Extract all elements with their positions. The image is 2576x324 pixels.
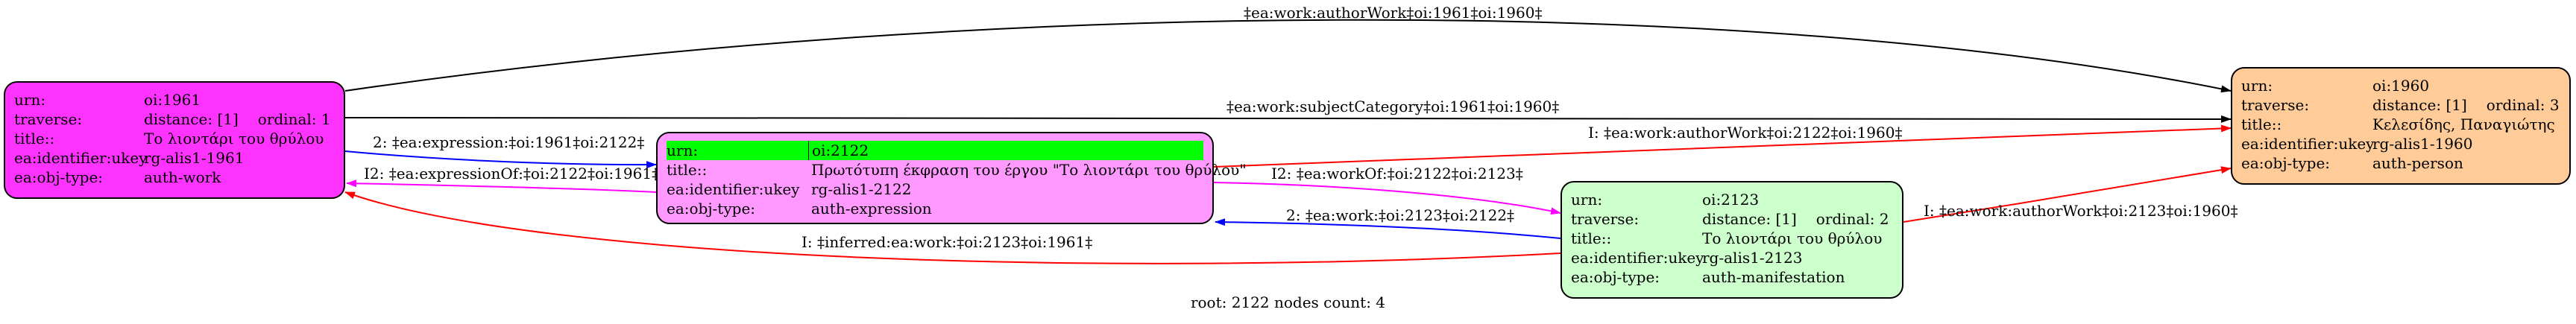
edge-authorwork-2123-1960	[1903, 166, 2232, 223]
edge-label-authorwork-2123: I: ‡ea:work:authorWork‡oi:2123‡oi:1960‡	[1924, 202, 2238, 220]
title-value: Πρωτότυπη έκφραση του έργου "Το λιοντάρι…	[811, 161, 1247, 179]
urn-value: oi:2122	[812, 142, 869, 159]
title-label: title::	[667, 161, 708, 179]
ukey-value: rg-alis1-2123	[1702, 249, 1803, 267]
ukey-label: ea:identifier:ukey	[2241, 135, 2375, 153]
ordinal-value: ordinal: 1	[257, 110, 331, 128]
node-oi-2122[interactable]: urn:oi:2122 title::Πρωτότυπη έκφραση του…	[656, 132, 1247, 224]
edge-label-expression: 2: ‡ea:expression:‡oi:1961‡oi:2122‡	[373, 133, 645, 151]
title-label: title::	[14, 130, 55, 147]
edge-label-subjectcategory-1961: ‡ea:work:subjectCategory‡oi:1961‡oi:1960…	[1226, 98, 1560, 115]
edge-label-expressionof: I2: ‡ea:expressionOf:‡oi:2122‡oi:1961‡	[364, 165, 660, 182]
urn-value: oi:1961	[144, 91, 201, 109]
ukey-label: ea:identifier:ukey	[1571, 249, 1704, 267]
objtype-value: auth-person	[2372, 154, 2463, 172]
distance-value: distance: [1]	[144, 110, 239, 128]
objtype-value: auth-manifestation	[1702, 268, 1845, 286]
edge-inferred-2123-1961	[344, 191, 1561, 264]
objtype-label: ea:obj-type:	[2241, 154, 2331, 172]
ukey-label: ea:identifier:ukey	[667, 180, 800, 198]
ukey-label: ea:identifier:ukey	[14, 149, 148, 167]
distance-value: distance: [1]	[1702, 210, 1797, 228]
ukey-value: rg-alis1-1961	[144, 149, 245, 167]
title-label: title::	[1571, 229, 1612, 247]
graph-footer: root: 2122 nodes count: 4	[1190, 293, 1386, 311]
root-highlight-row: urn:oi:2122	[667, 141, 1203, 160]
distance-value: distance: [1]	[2372, 96, 2467, 114]
urn-label: urn:	[667, 141, 809, 160]
title-value: Κελεσίδης, Παναγιώτης	[2372, 115, 2555, 133]
node-oi-1960[interactable]: urn: oi:1960 traverse: distance: [1] ordina…	[2231, 67, 2571, 185]
edge-label-authorwork-2122: I: ‡ea:work:authorWork‡oi:2122‡oi:1960‡	[1588, 124, 1903, 142]
edge-expressionof-2122-1961	[346, 180, 657, 193]
traverse-label: traverse:	[1571, 210, 1640, 228]
edge-work-2123-2122	[1215, 218, 1561, 239]
title-label: title::	[2241, 115, 2282, 133]
title-value: Το λιοντάρι του θρύλου	[144, 130, 324, 147]
node-oi-1961[interactable]: urn: oi:1961 traverse: distance: [1] ordina…	[4, 81, 345, 199]
objtype-value: auth-work	[144, 168, 221, 186]
traverse-label: traverse:	[2241, 96, 2310, 114]
objtype-label: ea:obj-type:	[14, 168, 104, 186]
edge-subjectcategory-1961-1960	[344, 114, 2232, 123]
edge-expression-1961-2122	[344, 150, 657, 169]
title-value: Το λιοντάρι του θρύλου	[1702, 229, 1883, 247]
edge-workof-2122-2123	[1213, 182, 1561, 215]
edge-label-authorwork-1961: ‡ea:work:authorWork‡oi:1961‡oi:1960‡	[1244, 4, 1543, 22]
urn-label: urn:	[2241, 77, 2273, 95]
objtype-label: ea:obj-type:	[667, 200, 756, 217]
ukey-value: rg-alis1-2122	[811, 180, 912, 198]
objtype-value: auth-expression	[811, 200, 932, 217]
traverse-label: traverse:	[14, 110, 83, 128]
ordinal-value: ordinal: 3	[2486, 96, 2560, 114]
urn-value: oi:1960	[2372, 77, 2430, 95]
ukey-value: rg-alis1-1960	[2372, 135, 2473, 153]
urn-label: urn:	[1571, 191, 1603, 209]
edge-label-workof: I2: ‡ea:workOf:‡oi:2122‡oi:2123‡	[1271, 165, 1523, 182]
urn-value: oi:2123	[1702, 191, 1760, 209]
objtype-label: ea:obj-type:	[1571, 268, 1660, 286]
urn-label: urn:	[14, 91, 46, 109]
edge-label-inferred: I: ‡inferred:ea:work:‡oi:2123‡oi:1961‡	[802, 233, 1093, 251]
node-oi-2123[interactable]: urn: oi:2123 traverse: distance: [1] ordina…	[1561, 181, 1903, 299]
edge-label-work-2123: 2: ‡ea:work:‡oi:2123‡oi:2122‡	[1286, 206, 1515, 224]
edge-authorwork-1961-1960	[344, 19, 2232, 93]
ordinal-value: ordinal: 2	[1816, 210, 1889, 228]
